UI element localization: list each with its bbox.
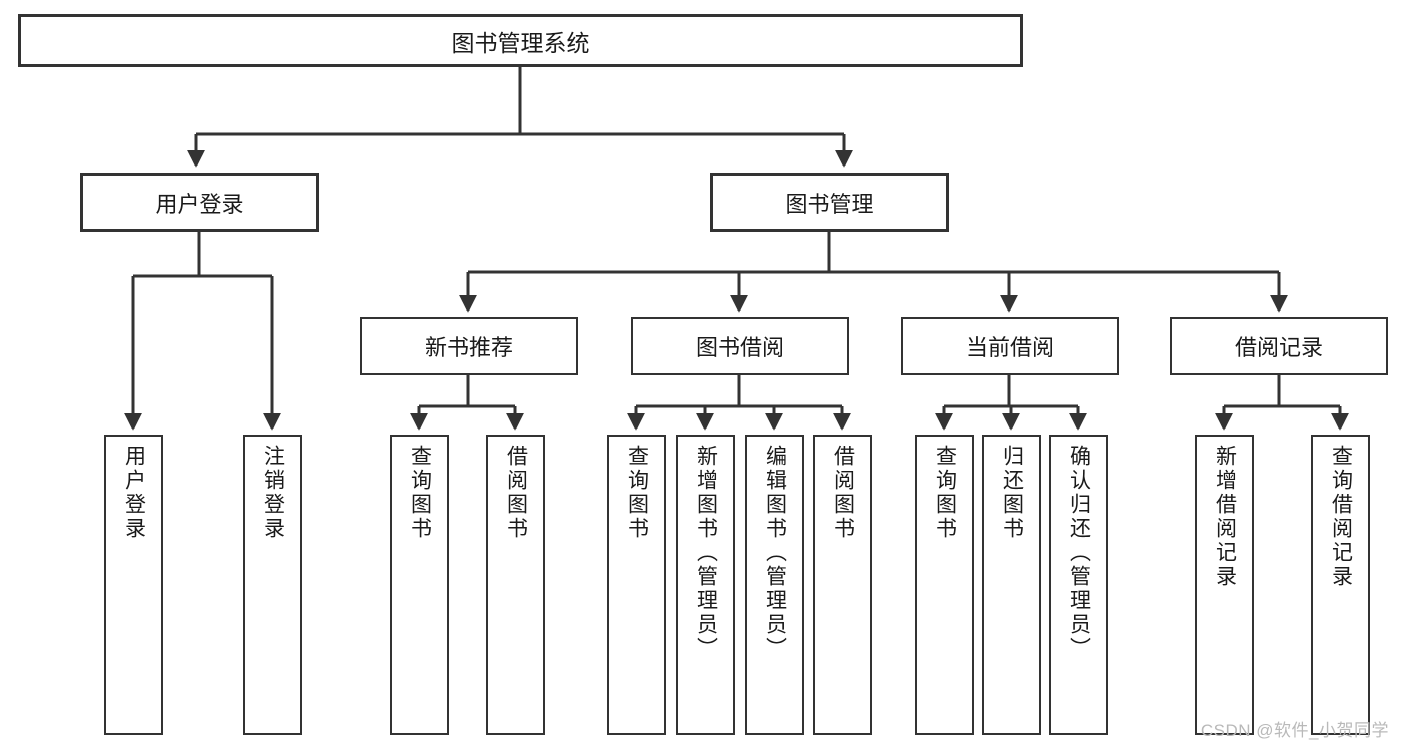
node-borrow-record-label: 借阅记录: [1234, 335, 1323, 360]
node-current-borrow[interactable]: 当前借阅: [901, 317, 1119, 375]
leaf-newbook-query[interactable]: 查询图书: [390, 435, 449, 735]
leaf-newbook-borrow[interactable]: 借阅图书: [486, 435, 545, 735]
leaf-borrow-edit-book-label: 编辑图书（管理员）: [763, 445, 787, 661]
leaf-record-add-label: 新增借阅记录: [1213, 445, 1237, 589]
leaf-borrow-borrow-book[interactable]: 借阅图书: [813, 435, 872, 735]
leaf-current-query[interactable]: 查询图书: [915, 435, 974, 735]
node-borrow-record[interactable]: 借阅记录: [1170, 317, 1388, 375]
leaf-borrow-query[interactable]: 查询图书: [607, 435, 666, 735]
leaf-record-query-label: 查询借阅记录: [1329, 445, 1353, 589]
leaf-record-query[interactable]: 查询借阅记录: [1311, 435, 1370, 735]
node-book-borrow[interactable]: 图书借阅: [631, 317, 849, 375]
leaf-borrow-query-label: 查询图书: [625, 445, 649, 541]
node-root[interactable]: 图书管理系统: [18, 14, 1023, 67]
leaf-user-login-signout[interactable]: 注销登录: [243, 435, 302, 735]
node-book-manage[interactable]: 图书管理: [710, 173, 949, 232]
node-new-book-recommend[interactable]: 新书推荐: [360, 317, 578, 375]
leaf-current-query-label: 查询图书: [933, 445, 957, 541]
leaf-current-confirm-return-label: 确认归还（管理员）: [1067, 445, 1091, 661]
leaf-borrow-add-book[interactable]: 新增图书（管理员）: [676, 435, 735, 735]
node-user-login-label: 用户登录: [155, 191, 244, 217]
leaf-borrow-add-book-label: 新增图书（管理员）: [694, 445, 718, 661]
node-new-book-recommend-label: 新书推荐: [424, 335, 513, 360]
leaf-current-return-label: 归还图书: [1000, 445, 1024, 541]
leaf-newbook-borrow-label: 借阅图书: [504, 445, 528, 541]
leaf-borrow-edit-book[interactable]: 编辑图书（管理员）: [745, 435, 804, 735]
node-current-borrow-label: 当前借阅: [965, 335, 1054, 360]
watermark: CSDN @软件_小贺同学: [1200, 721, 1389, 740]
leaf-borrow-borrow-book-label: 借阅图书: [831, 445, 855, 541]
leaf-user-login-signout-label: 注销登录: [261, 445, 285, 541]
leaf-newbook-query-label: 查询图书: [408, 445, 432, 541]
leaf-current-confirm-return[interactable]: 确认归还（管理员）: [1049, 435, 1108, 735]
leaf-user-login-signin[interactable]: 用户登录: [104, 435, 163, 735]
node-book-borrow-label: 图书借阅: [695, 335, 784, 360]
leaf-record-add[interactable]: 新增借阅记录: [1195, 435, 1254, 735]
node-user-login[interactable]: 用户登录: [80, 173, 319, 232]
leaf-current-return[interactable]: 归还图书: [982, 435, 1041, 735]
leaf-user-login-signin-label: 用户登录: [122, 445, 146, 541]
node-root-label: 图书管理系统: [451, 29, 590, 56]
node-book-manage-label: 图书管理: [785, 191, 874, 217]
